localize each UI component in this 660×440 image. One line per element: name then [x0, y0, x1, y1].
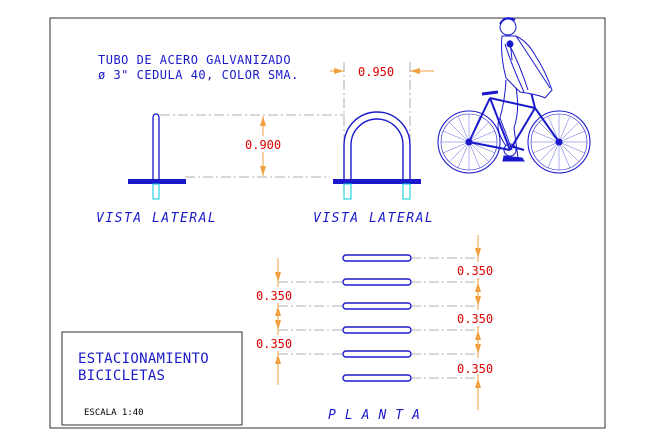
rack-tube — [278, 350, 478, 358]
dimension-height: 0.900 — [240, 116, 288, 176]
title-line-2: BICICLETAS — [78, 368, 165, 384]
arrow-icon — [410, 68, 420, 74]
label-planta: PLANTA — [328, 408, 429, 423]
arrow-icon — [475, 248, 481, 388]
side-view-left: VISTA LATERAL — [96, 113, 345, 226]
rack-tube — [278, 302, 478, 310]
dimension-spacing-value: 0.350 — [457, 312, 493, 326]
dimension-spacing-value: 0.350 — [256, 289, 292, 303]
bike-frame — [468, 91, 560, 151]
label-vista-lateral-right: VISTA LATERAL — [313, 211, 434, 226]
base-slab-right — [333, 179, 421, 184]
dimension-height-value: 0.900 — [245, 138, 281, 152]
dimension-spacing-value: 0.350 — [256, 337, 292, 351]
post-tube — [152, 113, 160, 180]
cyclist-illustration — [437, 17, 591, 174]
embedded-anchor-right-2 — [402, 183, 411, 200]
spec-line-1: TUBO DE ACERO GALVANIZADO — [98, 53, 291, 67]
scale-label: ESCALA 1:40 — [84, 408, 144, 418]
front-wheel-icon — [527, 110, 591, 174]
rack-tube — [278, 278, 478, 286]
title-line-1: ESTACIONAMIENTO — [78, 351, 209, 367]
rack-tube — [342, 254, 478, 262]
label-vista-lateral-left: VISTA LATERAL — [96, 211, 217, 226]
plan-view: 0.350 0.350 0.350 0.350 0.350 PLANTA — [253, 235, 500, 423]
u-tube-outer — [343, 111, 411, 180]
dimension-width-value: 0.950 — [358, 65, 394, 79]
arrow-icon — [334, 68, 344, 74]
arrow-icon — [275, 272, 281, 364]
side-view-right: VISTA LATERAL — [313, 62, 434, 226]
embedded-anchor-left — [152, 183, 160, 200]
dim-text-mask — [240, 136, 288, 152]
dimension-spacing-value: 0.350 — [457, 362, 493, 376]
arrow-icon — [260, 166, 266, 176]
u-tube-inner — [350, 118, 404, 180]
rack-tube — [342, 374, 478, 382]
sheet-border — [49, 17, 606, 429]
embedded-anchor-right-1 — [343, 183, 352, 200]
dimension-width: 0.950 — [330, 65, 434, 79]
spec-line-2: ø 3" CEDULA 40, COLOR SMA. — [98, 68, 299, 82]
title-block: ESTACIONAMIENTO BICICLETAS ESCALA 1:40 — [61, 331, 243, 426]
rear-wheel-icon — [437, 110, 501, 174]
arrow-icon — [260, 116, 266, 126]
rider — [497, 17, 553, 162]
rack-tube — [278, 326, 478, 334]
dimension-spacing-value: 0.350 — [457, 264, 493, 278]
base-slab-left — [128, 179, 186, 184]
